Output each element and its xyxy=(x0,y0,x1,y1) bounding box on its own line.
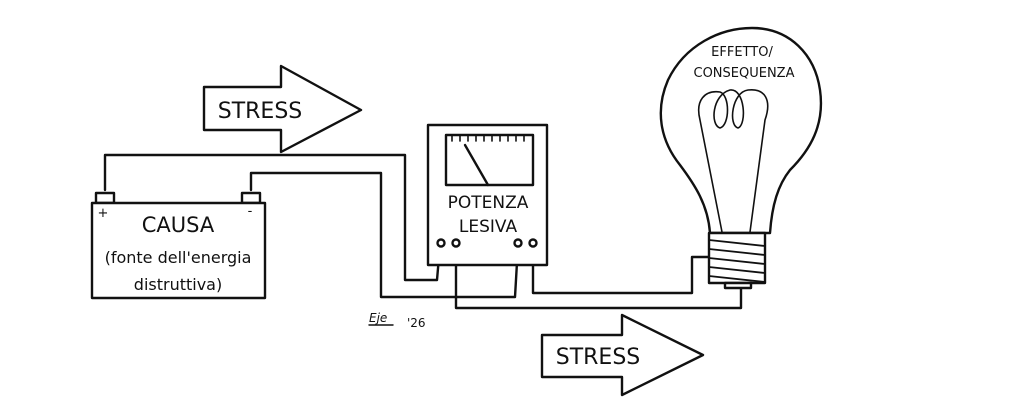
meter-body xyxy=(426,123,549,267)
battery-desc-line1: (fonte dell'energia xyxy=(105,248,252,267)
arrow-shape-bottom xyxy=(540,313,705,397)
battery-plus-label: + xyxy=(98,206,109,221)
signature: Eje '26 xyxy=(368,311,426,330)
wire-meter-to-bulb-side xyxy=(531,243,710,295)
battery-minus-label: - xyxy=(248,204,253,219)
stress-arrow-top: STRESS xyxy=(202,64,363,154)
wire-meter-to-bulb-base xyxy=(454,243,743,310)
battery-body xyxy=(90,201,267,300)
meter-terminal-4 xyxy=(528,238,538,248)
light-bulb: EFFETTO/ CONSEQUENZA xyxy=(659,26,823,290)
meter-label-line1: POTENZA xyxy=(448,193,529,213)
meter-potenza-lesiva: POTENZA LESIVA xyxy=(426,123,549,267)
battery-causa: + - CAUSA (fonte dell'energia distruttiv… xyxy=(90,191,267,300)
bulb-label-line1: EFFETTO/ xyxy=(711,45,773,60)
bulb-contact xyxy=(723,281,753,290)
stress-label-bottom: STRESS xyxy=(556,345,641,370)
stress-arrow-bottom: STRESS xyxy=(540,313,705,397)
bulb-filament xyxy=(698,89,769,233)
bulb-screw-threads xyxy=(708,239,766,283)
signature-year: '26 xyxy=(407,316,426,330)
bulb-glass xyxy=(659,26,823,235)
wire-negative xyxy=(249,171,520,299)
meter-terminal-3 xyxy=(513,238,523,248)
battery-desc-line2: distruttiva) xyxy=(134,275,222,294)
wire-positive xyxy=(103,153,442,282)
wires xyxy=(103,153,743,310)
stress-label-top: STRESS xyxy=(218,99,303,124)
meter-terminal-2 xyxy=(451,238,461,248)
meter-scale-ticks xyxy=(451,135,525,142)
battery-terminal-positive xyxy=(94,191,116,205)
meter-dial xyxy=(444,133,535,187)
meter-terminal-1 xyxy=(436,238,446,248)
battery-title: CAUSA xyxy=(142,213,215,237)
arrow-shape-top xyxy=(202,64,363,154)
meter-label-line2: LESIVA xyxy=(459,217,518,237)
meter-needle xyxy=(463,143,490,187)
signature-name: Eje xyxy=(369,311,387,325)
bulb-label-line2: CONSEQUENZA xyxy=(694,66,795,81)
battery-terminal-negative xyxy=(240,191,262,205)
